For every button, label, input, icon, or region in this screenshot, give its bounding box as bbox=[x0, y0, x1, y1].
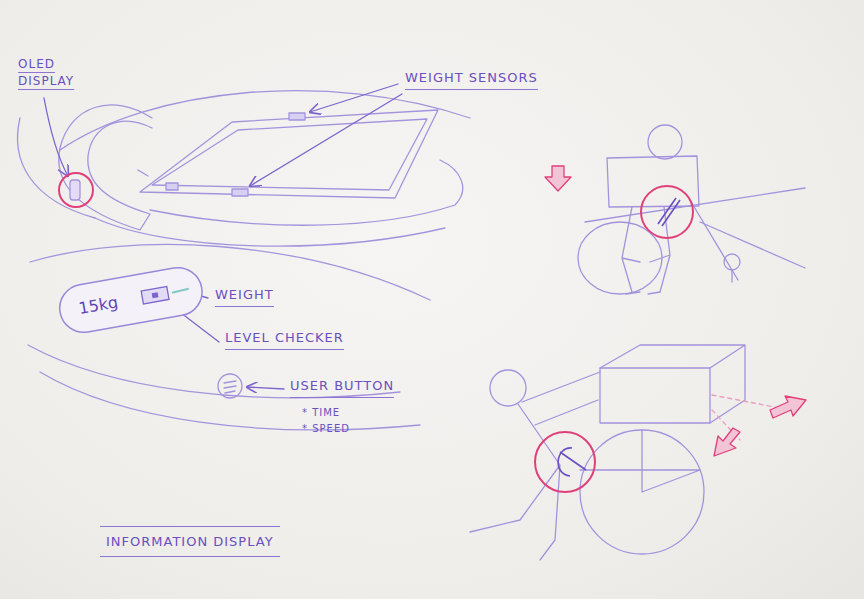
weight-sensor bbox=[232, 189, 248, 196]
part-label: LEVEL CHECKER bbox=[225, 330, 344, 350]
person-head bbox=[648, 125, 682, 159]
bike-frame bbox=[690, 200, 738, 280]
leader-arrow bbox=[250, 94, 402, 186]
rim-outline bbox=[40, 372, 420, 430]
vehicle-outline bbox=[150, 160, 463, 225]
sheet-caption: INFORMATION DISPLAY bbox=[100, 526, 280, 557]
earpiece-hook bbox=[59, 105, 152, 230]
weight-sensor bbox=[289, 113, 305, 120]
part-label: * SPEED bbox=[302, 423, 350, 436]
level-line bbox=[172, 289, 189, 293]
motion-line bbox=[712, 395, 780, 440]
leader-arrow bbox=[310, 84, 398, 112]
bike-wheel bbox=[578, 222, 662, 294]
highlight-circle bbox=[59, 173, 93, 207]
carried-box bbox=[607, 156, 699, 207]
display-pill: 15kg bbox=[55, 263, 207, 338]
level-bubble bbox=[152, 292, 159, 298]
force-arrow bbox=[770, 396, 806, 418]
rack-frame bbox=[140, 110, 438, 198]
bike-frame bbox=[580, 430, 700, 492]
user-button bbox=[218, 374, 242, 398]
oled-display bbox=[70, 180, 80, 200]
highlight-circle bbox=[641, 186, 693, 238]
vehicle-outline bbox=[95, 218, 445, 246]
force-arrow bbox=[545, 166, 571, 191]
part-label: WEIGHT SENSORS bbox=[405, 70, 538, 90]
device-sketch bbox=[658, 198, 680, 226]
force-arrow bbox=[714, 428, 740, 456]
ground-line bbox=[700, 222, 805, 268]
device-sketch bbox=[558, 448, 586, 476]
pushed-box bbox=[600, 345, 745, 423]
leader-arrow bbox=[247, 387, 284, 389]
user-button bbox=[224, 381, 236, 393]
person-head bbox=[490, 370, 526, 406]
bike-wheel bbox=[580, 430, 704, 554]
part-label: USER BUTTON bbox=[290, 378, 394, 398]
level-checker bbox=[141, 287, 169, 304]
weight-readout: 15kg bbox=[74, 278, 122, 334]
ground-line bbox=[585, 188, 805, 222]
person-body bbox=[622, 207, 670, 292]
weight-sensor bbox=[166, 183, 178, 190]
person-body bbox=[626, 292, 660, 294]
rim-outline bbox=[28, 345, 400, 398]
part-label: OLED DISPLAY bbox=[18, 56, 84, 91]
part-label: * TIME bbox=[302, 407, 340, 420]
part-label: WEIGHT bbox=[215, 287, 274, 307]
bike-light bbox=[731, 270, 732, 282]
bike-light bbox=[724, 254, 740, 270]
leader-arrow bbox=[44, 98, 68, 176]
highlight-circle bbox=[535, 432, 595, 492]
rack-frame bbox=[152, 119, 427, 190]
pill-outline bbox=[56, 264, 206, 336]
pushed-box bbox=[600, 368, 710, 423]
earpiece-hook bbox=[138, 170, 148, 176]
person-body bbox=[470, 372, 600, 560]
